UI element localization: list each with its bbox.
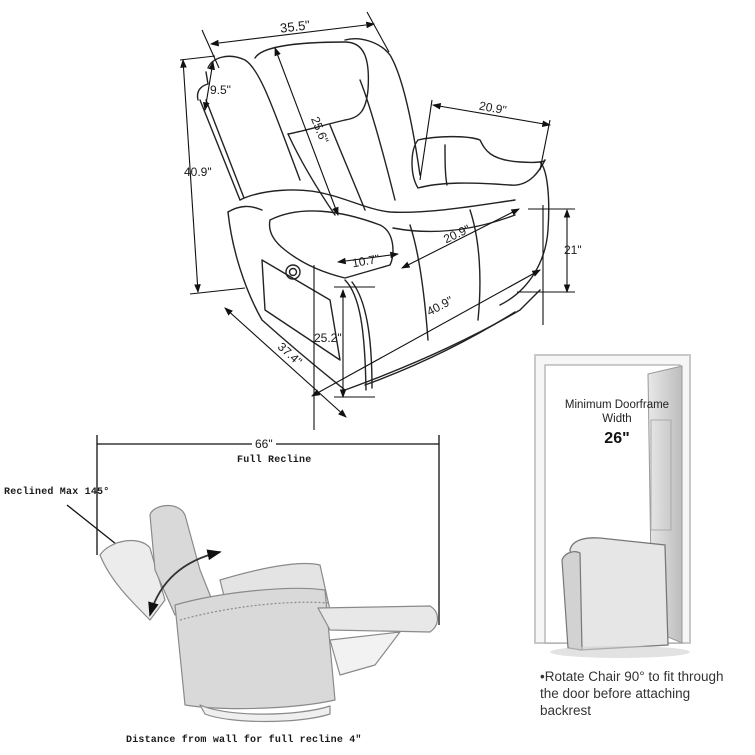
- chair-front-view: [196, 38, 550, 391]
- doorframe-title: Minimum Doorframe Width: [564, 399, 670, 425]
- doorframe-note: •Rotate Chair 90° to fit through the doo…: [540, 669, 724, 718]
- recline-angle-label: Reclined Max 145°: [4, 487, 110, 498]
- arm-height-label: 25.2": [314, 331, 342, 345]
- doorframe-width-value: 26": [604, 430, 630, 447]
- headrest-height-label: 9.5": [210, 83, 231, 97]
- overall-width-label: 35.5": [279, 17, 311, 36]
- overall-height-label: 40.9": [184, 165, 212, 179]
- seat-height-label: 21": [564, 243, 582, 257]
- full-recline-value: 66": [252, 438, 276, 450]
- doorframe-illustration: [534, 354, 691, 658]
- recline-arrow: [148, 549, 222, 617]
- full-recline-label: Full Recline: [237, 455, 312, 466]
- wall-distance-label: Distance from wall for full recline 4": [126, 735, 362, 746]
- dimension-lines: [179, 11, 575, 430]
